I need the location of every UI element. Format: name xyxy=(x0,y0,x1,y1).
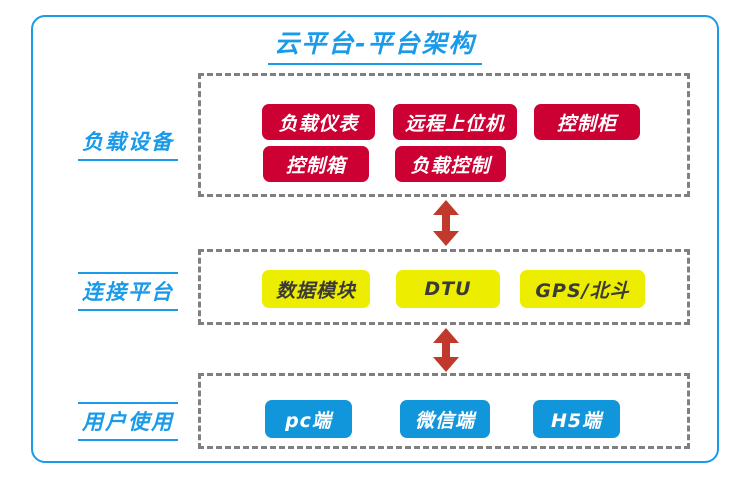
row-label-user-usage: 用户使用 xyxy=(62,402,194,441)
chip-control-box[interactable]: 控制箱 xyxy=(263,146,369,182)
diagram-title: 云平台-平台架构 xyxy=(0,24,750,65)
group-box-load-equipment xyxy=(198,73,690,197)
group-box-user-usage xyxy=(198,373,690,449)
chip-control-cabinet[interactable]: 控制柜 xyxy=(534,104,640,140)
chip-gps-beidou[interactable]: GPS/北斗 xyxy=(520,270,645,308)
row-label-load-equipment: 负载设备 xyxy=(62,124,194,161)
chip-dtu[interactable]: DTU xyxy=(396,270,500,308)
chip-h5-client[interactable]: H5端 xyxy=(533,400,620,438)
diagram-title-text: 云平台-平台架构 xyxy=(268,24,482,65)
row-label-text: 用户使用 xyxy=(78,402,178,441)
chip-remote-host[interactable]: 远程上位机 xyxy=(393,104,517,140)
chip-load-instrument[interactable]: 负载仪表 xyxy=(262,104,375,140)
row-label-text: 连接平台 xyxy=(78,272,178,311)
row-label-text: 负载设备 xyxy=(78,124,178,161)
chip-pc-client[interactable]: pc端 xyxy=(265,400,352,438)
chip-wechat-client[interactable]: 微信端 xyxy=(400,400,490,438)
chip-data-module[interactable]: 数据模块 xyxy=(262,270,370,308)
double-arrow-icon-load-to-platform xyxy=(430,200,462,246)
chip-load-control[interactable]: 负载控制 xyxy=(395,146,506,182)
group-box-connection-platform xyxy=(198,249,690,325)
row-label-connection-platform: 连接平台 xyxy=(62,272,194,311)
double-arrow-icon-platform-to-user xyxy=(430,328,462,372)
diagram-outer-frame xyxy=(31,15,719,463)
